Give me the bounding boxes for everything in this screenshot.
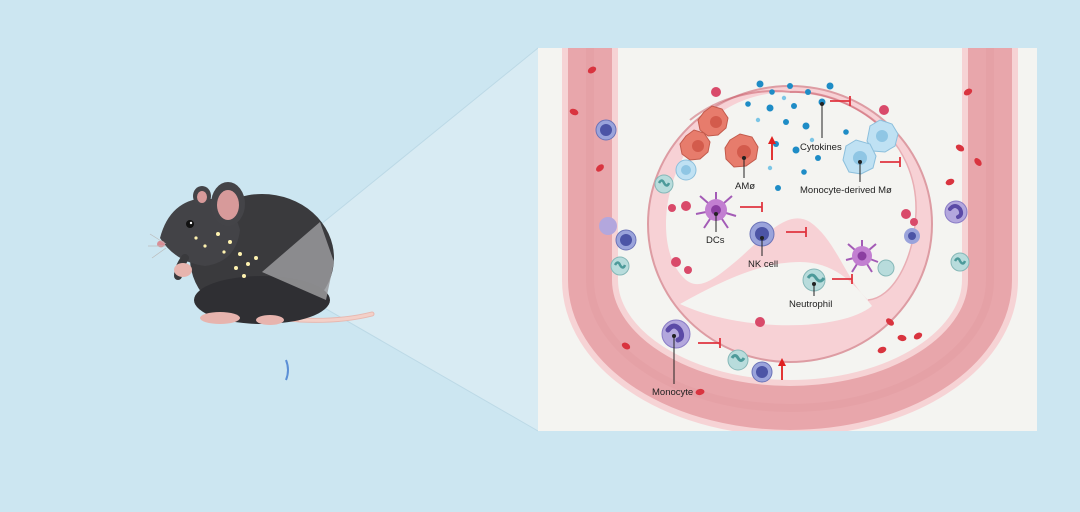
lung-illustration: Cytokines AMø Monocyte-derived Mø DCs NK…: [562, 48, 1018, 431]
zoom-projection: [262, 48, 538, 431]
neutrophils: [610, 174, 970, 371]
cytokine-particles: [745, 80, 849, 191]
blood-vessel: [568, 48, 1012, 430]
mouse-icon: [148, 182, 375, 325]
increase-arrows: [768, 136, 786, 380]
alveolar-macrophages: [679, 105, 759, 168]
label-cytokines: Cytokines: [800, 142, 842, 153]
label-monocyte: Monocyte: [652, 387, 693, 398]
label-dendritic-cells: DCs: [706, 235, 725, 246]
label-monocyte-derived-macrophage: Monocyte-derived Mø: [800, 185, 892, 196]
nk-cells: [595, 119, 920, 383]
wall-cells: [668, 87, 918, 327]
inhibition-bars: [698, 96, 901, 348]
label-alveolar-macrophage: AMø: [735, 181, 755, 192]
dendritic-cells: [695, 192, 879, 273]
monocyte-derived-macrophages: [675, 119, 899, 181]
artifact-mark: [285, 359, 289, 381]
label-nk-cell: NK cell: [748, 259, 778, 270]
label-neutrophil: Neutrophil: [789, 299, 832, 310]
red-blood-cells: [569, 66, 982, 396]
monocytes: [599, 200, 968, 349]
